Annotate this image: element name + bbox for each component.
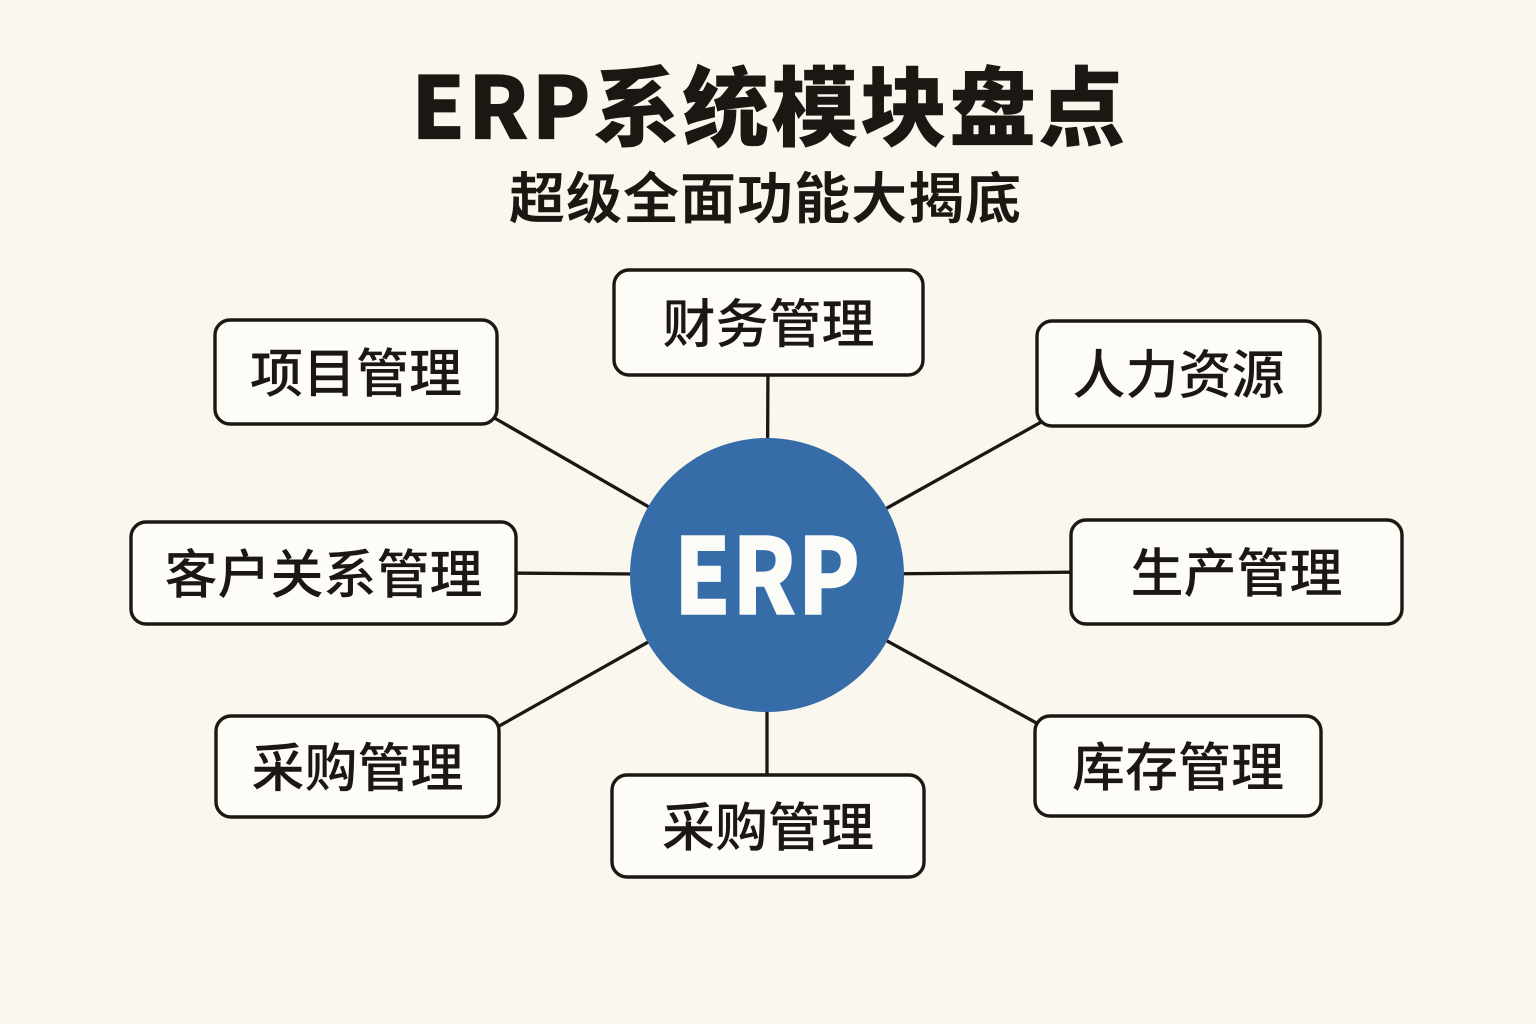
node-box-crm xyxy=(129,520,518,626)
module-node-hr: 人力资源 xyxy=(1035,319,1322,428)
node-box-procurement xyxy=(214,714,501,819)
module-node-crm: 客户关系管理 xyxy=(129,520,518,626)
module-node-procurement-2: 采购管理 xyxy=(610,773,926,879)
node-box-hr xyxy=(1035,319,1322,428)
node-box-production xyxy=(1069,518,1404,626)
module-node-inventory: 库存管理 xyxy=(1033,714,1323,818)
module-node-production: 生产管理 xyxy=(1069,518,1404,626)
node-box-finance xyxy=(612,268,925,377)
node-box-project xyxy=(213,318,499,426)
node-box-procurement-2 xyxy=(610,773,926,879)
module-node-procurement: 采购管理 xyxy=(214,714,501,819)
node-box-inventory xyxy=(1033,714,1323,818)
erp-hub: ERP xyxy=(630,438,904,712)
module-node-project: 项目管理 xyxy=(213,318,499,426)
module-node-finance: 财务管理 xyxy=(612,268,925,377)
